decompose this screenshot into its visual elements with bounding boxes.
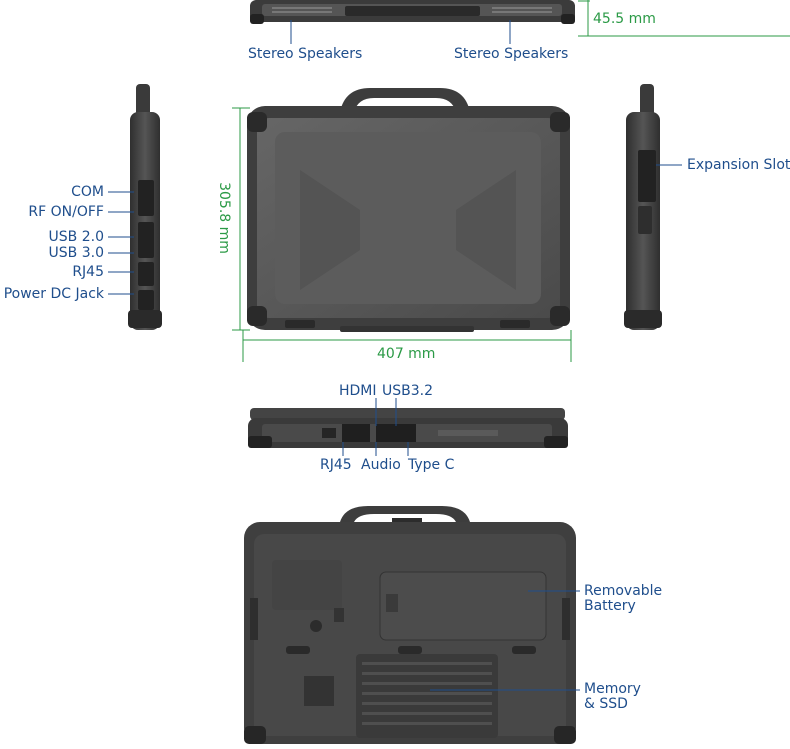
bottom-leaders [430, 590, 580, 691]
ssd-label: & SSD [584, 696, 628, 712]
stereo-speakers-label-left: Stereo Speakers [248, 46, 363, 62]
width-dimension: 407 mm [377, 346, 436, 362]
bottom-underside-view [244, 506, 576, 744]
left-port-leaders [108, 191, 134, 295]
rear-port-leaders [342, 398, 409, 456]
rj45-port-label-rear: RJ45 [320, 457, 352, 473]
usb32-port-label: USB3.2 [382, 383, 434, 399]
front-dimension-lines [232, 107, 572, 362]
stereo-speakers-label-right: Stereo Speakers [454, 46, 569, 62]
thickness-dimension: 45.5 mm [593, 11, 656, 27]
hdmi-port-label: HDMI [339, 383, 377, 399]
expansion-slot-label: Expansion Slot [687, 157, 790, 173]
right-side-view [624, 84, 662, 330]
rear-edge-view [248, 408, 568, 448]
type-c-port-label: Type C [408, 457, 455, 473]
usb3-port-label: USB 3.0 [48, 245, 104, 261]
battery-label: Battery [584, 598, 636, 614]
speaker-leaders [290, 20, 511, 44]
usb2-port-label: USB 2.0 [48, 229, 104, 245]
rj45-port-label-left: RJ45 [72, 264, 104, 280]
com-port-label: COM [71, 184, 104, 200]
lid-front-view [247, 88, 570, 332]
removable-label: Removable [584, 583, 663, 599]
power-dc-jack-label: Power DC Jack [3, 286, 104, 302]
audio-port-label: Audio [361, 457, 401, 473]
rf-switch-label: RF ON/OFF [28, 204, 104, 220]
top-edge-view [250, 0, 575, 24]
left-side-view [128, 84, 162, 330]
height-dimension-lines [578, 0, 790, 37]
memory-label: Memory [584, 681, 641, 697]
height-dimension: 305.8 mm [216, 182, 232, 254]
